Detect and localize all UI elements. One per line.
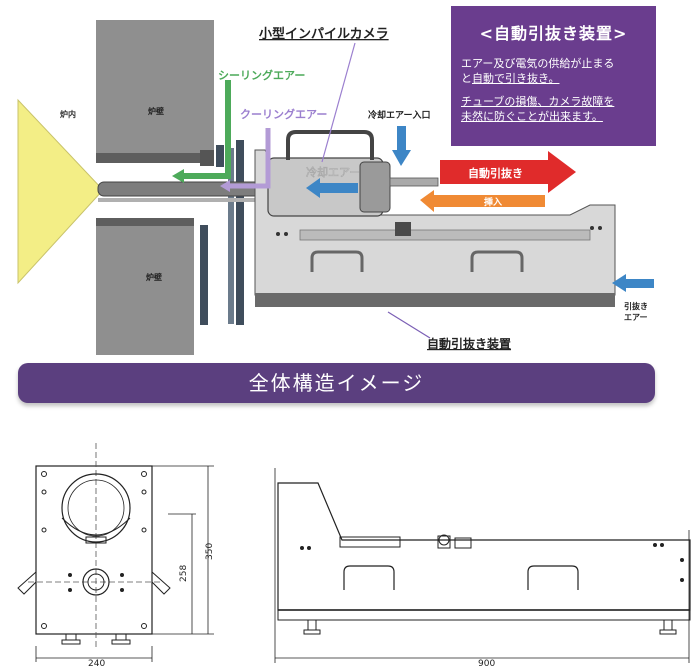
furnace-wall-bottom-edge	[96, 218, 194, 226]
flange-plate-3	[216, 145, 224, 167]
flange-plate-5	[228, 148, 234, 324]
furnace-wall-bottom	[96, 218, 194, 355]
dim-900: 900	[478, 659, 495, 667]
flange-plate-1	[200, 150, 214, 166]
handle-right	[470, 250, 524, 272]
camera-knob	[395, 222, 411, 236]
cooling-air-arrowhead	[220, 180, 230, 192]
panel-line-3: チューブの損傷、カメラ故障を	[461, 95, 615, 108]
panel-line-1: エアー及び電気の供給が止まる	[461, 57, 615, 70]
section-banner: 全体構造イメージ	[18, 363, 655, 403]
furnace-wall-top-edge	[96, 153, 214, 163]
cooling-flow-head	[306, 178, 320, 198]
dim-258: 258	[179, 565, 189, 582]
label-reikyaku-in: 冷却エアー入口	[368, 109, 430, 121]
pull-air-head	[612, 274, 626, 292]
bolt-2	[284, 232, 288, 236]
flange-plate-4	[236, 140, 244, 325]
furnace-wall-top	[96, 20, 214, 163]
panel-line-2b: 自動で引き抜き。	[472, 72, 560, 85]
sealing-air-arrow	[180, 80, 231, 179]
label-roheki-bottom: 炉壁	[146, 272, 162, 282]
flange-plate-2	[200, 225, 208, 325]
insert-arrow	[420, 190, 545, 212]
side-view-drawing	[274, 468, 691, 663]
camera-leader	[321, 42, 356, 163]
pull-air-shaft	[624, 279, 654, 288]
cooling-air-arrow	[228, 128, 271, 189]
label-ronai: 炉内	[60, 109, 76, 119]
panel-title: <自動引抜き装置>	[479, 24, 628, 43]
auto-pull-arrow	[440, 151, 576, 193]
furnace-interior	[17, 98, 104, 285]
handle-left	[310, 250, 364, 272]
info-panel: <自動引抜き装置> エアー及び電気の供給が止まる と自動で引き抜き。 チューブの…	[451, 6, 656, 146]
panel-line-2a: と	[461, 72, 472, 85]
camera-shaft	[389, 177, 439, 187]
inlet-arrow-shaft	[397, 126, 406, 150]
bolt-1	[276, 232, 280, 236]
label-reikyaku: 冷却エアー	[306, 165, 360, 179]
device-rail	[299, 229, 591, 241]
label-auto-pull: 自動引抜き	[468, 166, 523, 180]
label-cooling: クーリングエアー	[240, 107, 327, 121]
cooling-flow-shaft	[318, 183, 358, 193]
panel-spacer	[461, 86, 646, 94]
panel-line-4: 未然に防ぐことが出来ます。	[461, 110, 603, 123]
label-roheki-top: 炉壁	[148, 106, 164, 116]
dim-350: 350	[205, 543, 215, 560]
label-insert: 挿入	[484, 196, 502, 208]
panel-line-2: と自動で引き抜き。	[461, 71, 646, 86]
label-camera: 小型インパイルカメラ	[259, 26, 389, 42]
bolt-4	[598, 226, 602, 230]
dim-240: 240	[88, 659, 105, 667]
label-device: 自動引抜き装置	[427, 336, 511, 351]
front-view-drawing	[17, 443, 214, 662]
device-base	[255, 293, 615, 307]
tube-rod	[98, 198, 258, 202]
label-pull-air-2: エアー	[624, 313, 648, 322]
inlet-arrowhead	[392, 150, 411, 166]
camera-cylinder	[359, 161, 391, 213]
camera-handle	[286, 130, 374, 160]
device-leader	[387, 311, 431, 339]
sealing-air-arrowhead	[172, 169, 184, 183]
label-pull-air-1: 引抜き	[624, 301, 648, 311]
label-sealing: シーリングエアー	[218, 68, 305, 82]
bolt-3	[590, 226, 594, 230]
